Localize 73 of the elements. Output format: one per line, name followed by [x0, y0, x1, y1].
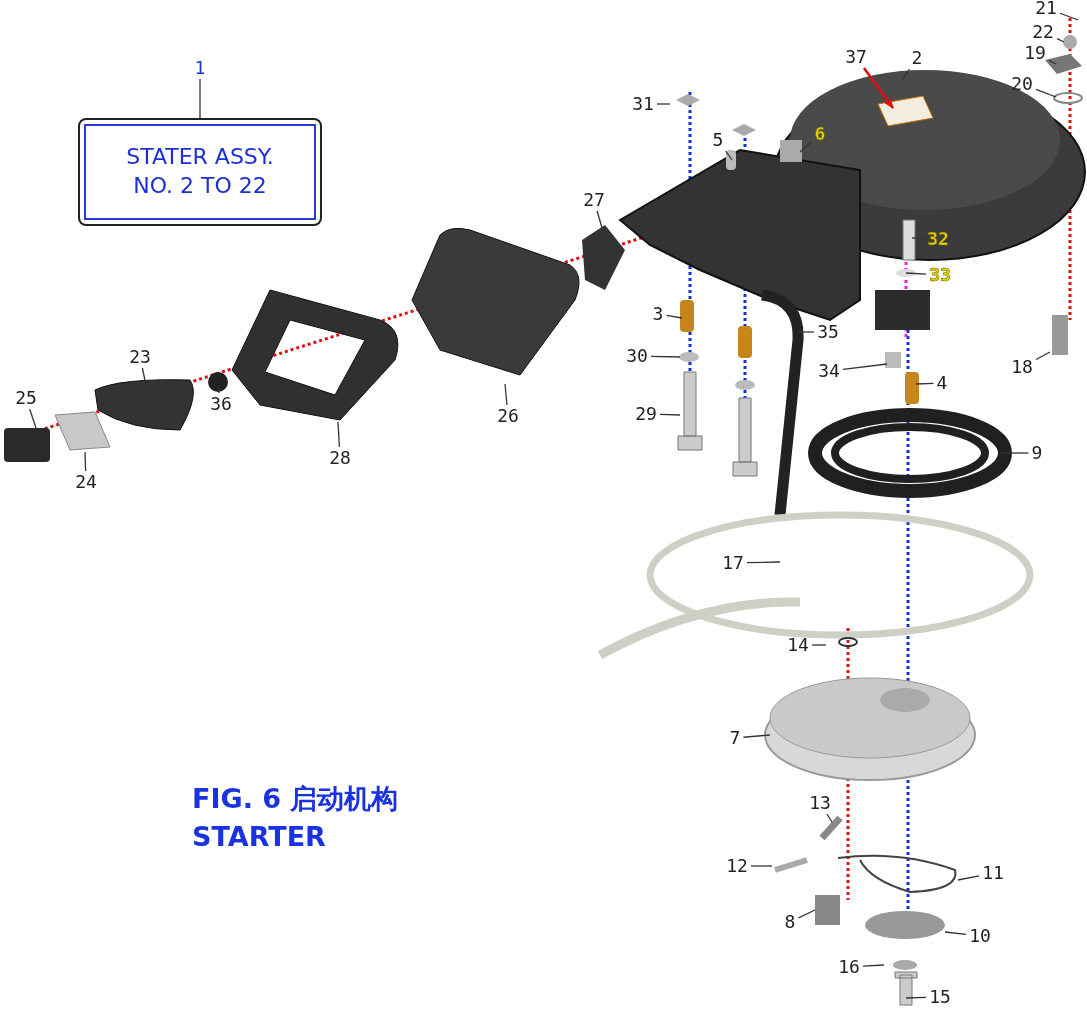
callout-number: 6 — [811, 123, 829, 145]
callout-number: 31 — [629, 93, 657, 115]
leader-line — [957, 875, 980, 881]
callout-number: 34 — [815, 360, 843, 382]
leader-line — [797, 909, 816, 919]
callout-number: 19 — [1021, 42, 1049, 64]
leader-line — [826, 813, 833, 823]
leader-line — [842, 363, 888, 370]
leader-line — [905, 272, 927, 275]
callout-number: 22 — [1029, 21, 1057, 43]
leader-line — [862, 964, 885, 967]
callout-number: 29 — [632, 403, 660, 425]
leader-line — [656, 103, 671, 105]
callout-number: 18 — [1008, 356, 1036, 378]
callout-number: 37 — [842, 46, 870, 68]
callout-number: 33 — [926, 264, 954, 286]
callout-number: 7 — [726, 727, 744, 749]
callout-number: 23 — [126, 346, 154, 368]
leader-line — [811, 644, 827, 646]
callout-number: 1 — [191, 57, 209, 79]
callout-number: 5 — [709, 129, 727, 151]
callout-number: 28 — [326, 447, 354, 469]
callout-number: 2 — [908, 47, 926, 69]
callout-number: 15 — [926, 986, 954, 1008]
callout-number: 26 — [494, 405, 522, 427]
leader-line — [901, 68, 911, 81]
callout-number: 32 — [924, 228, 952, 250]
callout-number: 3 — [649, 303, 667, 325]
figure-title: FIG. 6 启动机构 STARTER — [192, 782, 400, 854]
leader-line — [650, 355, 681, 358]
leader-line — [725, 150, 733, 161]
callout-number: 20 — [1008, 73, 1036, 95]
callout-number: 10 — [966, 925, 994, 947]
leader-line — [84, 451, 87, 472]
callout-number: 16 — [835, 956, 863, 978]
leader-line — [337, 421, 341, 448]
leader-line — [1059, 12, 1079, 21]
callout-number: 35 — [814, 321, 842, 343]
leader-line — [1048, 59, 1057, 65]
callout-number: 36 — [207, 393, 235, 415]
leader-line — [999, 452, 1030, 454]
leader-line — [915, 382, 935, 385]
leader-line — [905, 996, 927, 999]
leader-line — [746, 561, 781, 564]
callout-number: 8 — [781, 911, 799, 933]
callout-number: 30 — [623, 345, 651, 367]
callout-number: 12 — [723, 855, 751, 877]
callout-number: 25 — [12, 387, 40, 409]
leader-line — [665, 314, 683, 319]
leader-line — [797, 331, 815, 333]
leader-line — [659, 413, 681, 416]
leader-line — [1056, 38, 1065, 43]
callout-number: 9 — [1028, 442, 1046, 464]
callout-number: 27 — [580, 189, 608, 211]
callout-number: 13 — [806, 792, 834, 814]
leader-line — [944, 931, 967, 936]
callout-number: 11 — [979, 862, 1007, 884]
leader-line — [799, 141, 813, 153]
leader-line — [750, 865, 773, 867]
leader-line — [742, 734, 771, 738]
callout-number: 24 — [72, 471, 100, 493]
leader-line — [1035, 88, 1057, 98]
callout-number: 14 — [784, 634, 812, 656]
callout-number: 4 — [933, 372, 951, 394]
callout-number: 21 — [1032, 0, 1060, 19]
assembly-note-box — [78, 118, 322, 226]
leader-line — [1035, 351, 1051, 361]
assembly-note: STATER ASSY. NO. 2 TO 22 — [125, 143, 275, 200]
leader-line — [504, 383, 508, 406]
leader-line — [199, 78, 201, 119]
leader-line — [29, 408, 37, 429]
callout-number: 17 — [719, 552, 747, 574]
leader-line — [596, 210, 603, 229]
